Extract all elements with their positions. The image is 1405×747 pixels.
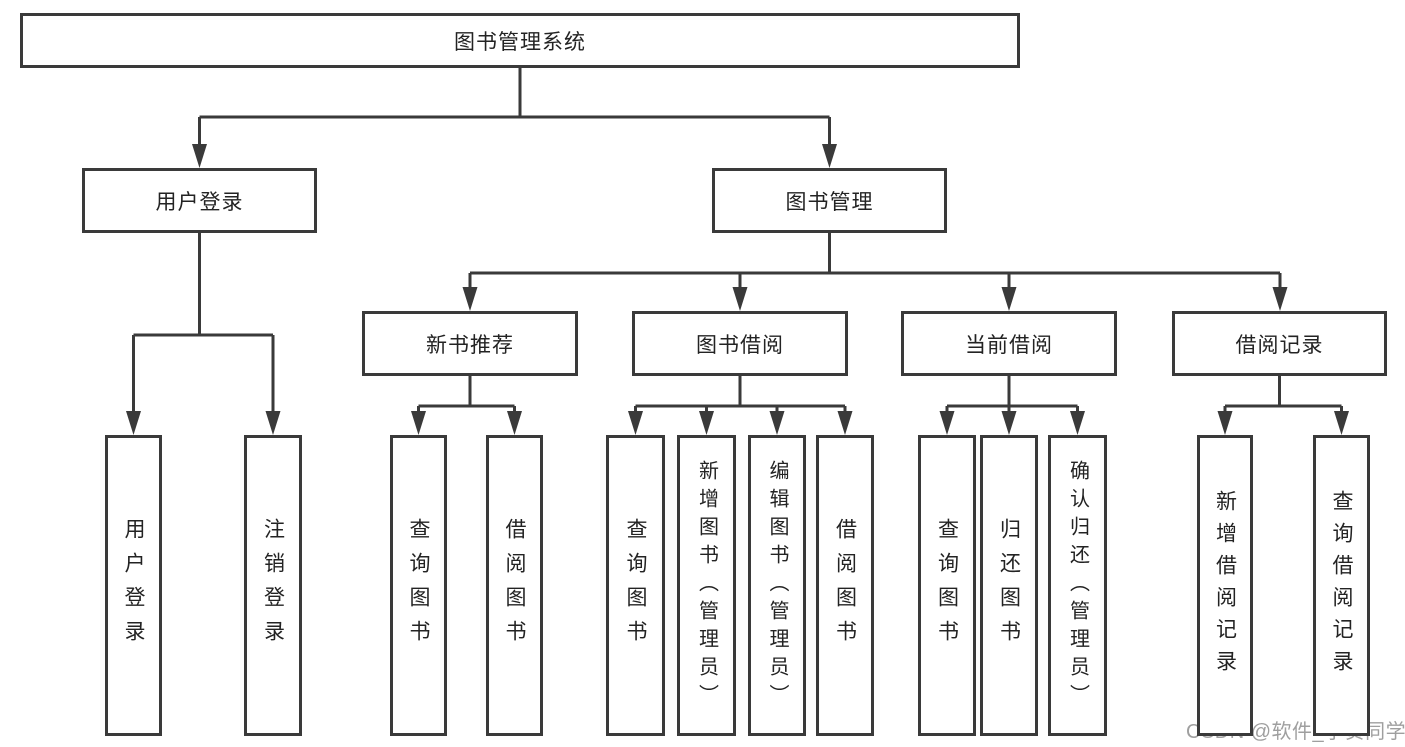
node-book-borrow: 图书借阅 [632,311,848,376]
node-label-new-book-recommend: 新书推荐 [426,333,514,357]
node-edit-books-admin: 编辑图书（管理员） [748,435,806,736]
arrowhead-icon [732,287,748,311]
arrowhead-icon [1001,411,1017,435]
node-query-borrow-record: 查询借阅记录 [1313,435,1370,736]
node-label-return-books: 归还图书 [997,517,1021,654]
node-query-books-rec: 查询图书 [390,435,447,736]
node-query-books-borrow: 查询图书 [606,435,665,736]
node-label-query-borrow-record: 查询借阅记录 [1330,489,1353,682]
arrowhead-icon [507,411,522,435]
node-current-borrow: 当前借阅 [901,311,1117,376]
node-user-login: 用户登录 [105,435,162,736]
node-label-query-books-rec: 查询图书 [407,517,430,654]
node-label-confirm-return-admin: 确认归还（管理员） [1066,459,1089,712]
node-label-add-borrow-record: 新增借阅记录 [1213,489,1237,682]
node-label-root: 图书管理系统 [454,30,586,54]
node-borrow-books: 借阅图书 [816,435,874,736]
node-borrow-books-rec: 借阅图书 [486,435,543,736]
node-label-borrow-books: 借阅图书 [833,517,857,654]
node-label-user-login-group: 用户登录 [155,190,244,214]
arrowhead-icon [265,411,281,435]
node-new-book-recommend: 新书推荐 [362,311,578,376]
node-borrow-records: 借阅记录 [1172,311,1387,376]
arrowhead-icon [628,411,643,435]
arrowhead-icon [1334,411,1349,435]
arrowhead-icon [1217,411,1233,435]
node-label-add-books-admin: 新增图书（管理员） [695,459,718,712]
node-label-query-books-current: 查询图书 [935,517,959,654]
node-label-query-books-borrow: 查询图书 [624,517,647,654]
arrowhead-icon [837,411,853,435]
node-label-book-management: 图书管理 [785,190,874,214]
node-label-book-borrow: 图书借阅 [696,333,784,357]
arrowhead-icon [769,411,785,435]
arrowhead-icon [1272,287,1288,311]
node-confirm-return-admin: 确认归还（管理员） [1048,435,1107,736]
node-user-login-group: 用户登录 [82,168,317,233]
arrowhead-icon [411,411,426,435]
arrowhead-icon [1001,287,1017,311]
arrowhead-icon [939,411,955,435]
arrowhead-icon [126,411,141,435]
node-label-logout: 注销登录 [261,517,285,654]
node-return-books: 归还图书 [980,435,1038,736]
arrowhead-icon [1070,411,1085,435]
node-query-books-current: 查询图书 [918,435,976,736]
node-label-edit-books-admin: 编辑图书（管理员） [766,459,788,712]
node-book-management: 图书管理 [712,168,947,233]
arrowhead-icon [192,144,207,168]
arrowhead-icon [699,411,714,435]
node-logout: 注销登录 [244,435,302,736]
node-add-books-admin: 新增图书（管理员） [677,435,736,736]
node-label-borrow-records: 借阅记录 [1235,333,1324,357]
arrowhead-icon [822,144,837,168]
node-label-borrow-books-rec: 借阅图书 [503,517,526,654]
node-label-user-login: 用户登录 [122,517,145,654]
node-label-current-borrow: 当前借阅 [965,333,1053,357]
node-add-borrow-record: 新增借阅记录 [1197,435,1253,736]
node-root: 图书管理系统 [20,13,1020,68]
arrowhead-icon [462,287,478,311]
